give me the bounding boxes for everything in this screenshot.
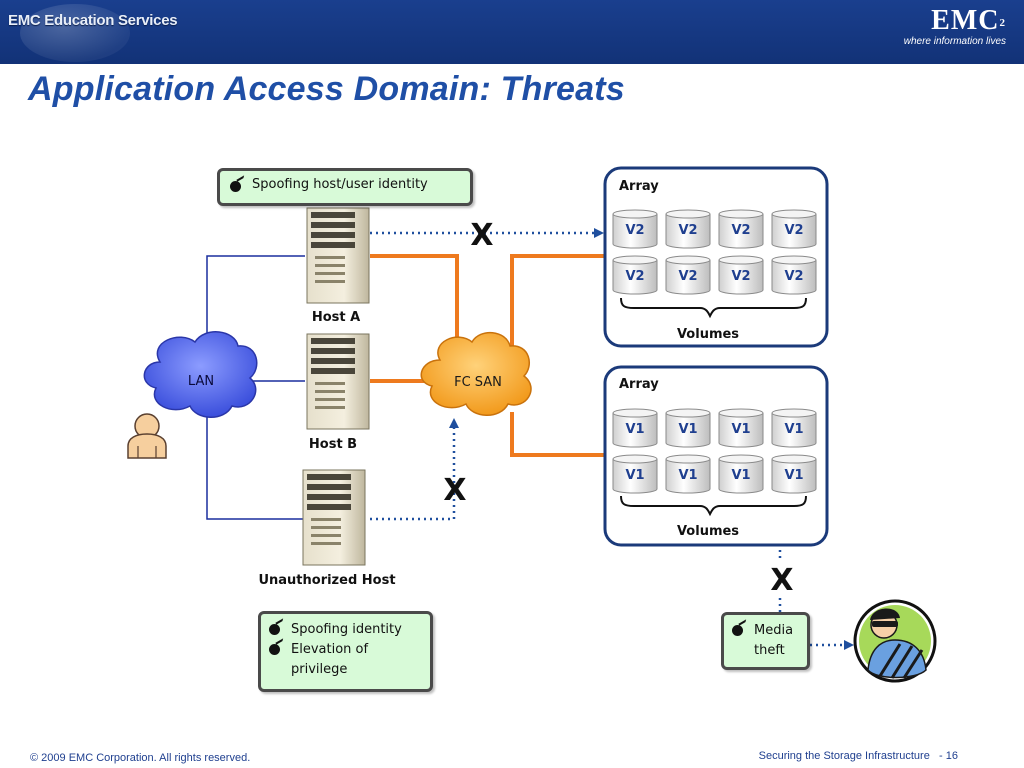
fcsan-label: FC SAN [454,375,502,390]
unauthorized-host-label-box: Unauthorized Host [258,573,396,588]
volume-label: V1 [625,468,644,483]
unauthorized-arrow [370,418,459,521]
emc-brand: EMC [931,5,1000,36]
volume-cylinder-icon: V2 [612,209,658,249]
threat-x-mark: X [443,473,466,508]
lan-cloud: LAN [143,331,258,418]
emc-tagline: where information lives [903,36,1006,47]
server-icon [306,207,370,304]
volume-label: V2 [731,269,750,284]
bomb-icon [732,621,750,637]
lan-links [206,255,305,520]
server-icon [306,333,370,430]
callout-unauthorized: Spoofing identity Elevation of privilege [258,611,433,692]
cloud-icon [420,332,532,416]
user-icon [127,413,167,459]
array-label: Array [619,377,659,392]
volume-label: V2 [625,269,644,284]
host-a-label: Host A [312,310,360,325]
footer-copyright: © 2009 EMC Corporation. All rights reser… [30,752,251,764]
volume-label: V2 [678,223,697,238]
threat-x-mark: X [770,563,793,598]
volume-cylinder-icon: V2 [612,255,658,295]
san-links [370,254,604,457]
array-label: Array [619,179,659,194]
header-banner: EMC Education Services EMC2 where inform… [0,0,1024,64]
server-icon [302,469,366,566]
volumes-brace [620,297,807,319]
bomb-icon [269,620,287,636]
volume-label: V1 [625,422,644,437]
bomb-icon [230,177,248,193]
volume-cylinder-icon: V2 [718,209,764,249]
callout-text: Elevation of privilege [291,642,369,677]
volume-cylinder-icon: V2 [771,255,817,295]
callout-text: Spoofing host/user identity [252,177,428,192]
host-b-label: Host B [309,437,357,452]
footer-course-name: Securing the Storage Infrastructure [758,750,930,762]
volume-cylinder-icon: V1 [665,408,711,448]
callout-media-theft: Media theft [721,612,810,670]
callout-text: Media theft [754,623,794,658]
volume-cylinder-icon: V2 [665,255,711,295]
unauthorized-host-label: Unauthorized Host [258,573,396,588]
volume-cylinder-icon: V1 [665,454,711,494]
threat-x-mark: X [470,218,493,253]
emc-brand-sup: 2 [999,17,1006,29]
thief-icon [853,599,937,683]
volume-label: V1 [784,468,803,483]
volume-label: V1 [678,422,697,437]
globe-icon [20,4,130,62]
cloud-icon [143,331,258,418]
page-number: - 16 [939,750,958,762]
volume-cylinder-icon: V1 [718,408,764,448]
volume-label: V1 [678,468,697,483]
callout-spoof-host: Spoofing host/user identity [217,168,473,206]
volumes-caption: Volumes [677,524,739,539]
volume-cylinder-icon: V1 [612,408,658,448]
lan-label: LAN [188,374,214,389]
volume-label: V1 [731,422,750,437]
bomb-icon [269,640,287,656]
volume-label: V1 [731,468,750,483]
volume-cylinder-icon: V2 [771,209,817,249]
volumes-brace [620,495,807,517]
volume-cylinder-icon: V1 [612,454,658,494]
volume-label: V2 [625,223,644,238]
volume-label: V2 [784,223,803,238]
volume-cylinder-icon: V1 [771,408,817,448]
emc-logo: EMC2 where information lives [904,6,1006,48]
volume-label: V2 [784,269,803,284]
footer-course: Securing the Storage Infrastructure - 16 [759,750,958,762]
volume-cylinder-icon: V2 [665,209,711,249]
volume-label: V2 [678,269,697,284]
callout-text: Spoofing identity [291,622,402,637]
page-title: Application Access Domain: Threats [28,70,625,108]
volume-cylinder-icon: V2 [718,255,764,295]
volumes-caption: Volumes [677,327,739,342]
volume-label: V2 [731,223,750,238]
volume-cylinder-icon: V1 [771,454,817,494]
fcsan-cloud: FC SAN [420,332,532,416]
volume-label: V1 [784,422,803,437]
volume-cylinder-icon: V1 [718,454,764,494]
edu-services-logo: EMC Education Services [8,12,178,29]
